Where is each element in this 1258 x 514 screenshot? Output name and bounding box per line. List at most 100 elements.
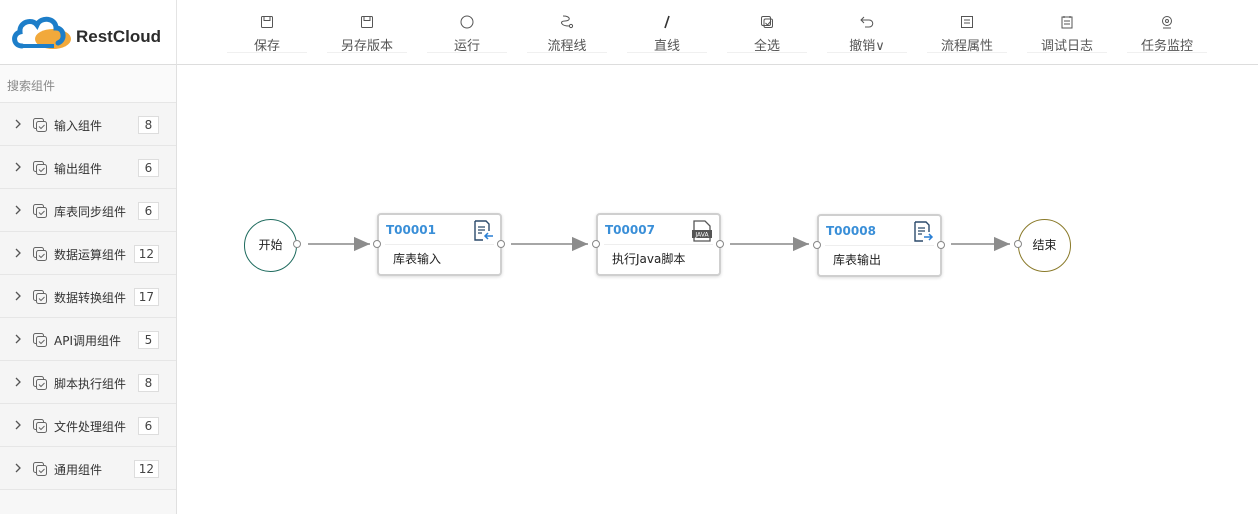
- chevron-right-icon: [15, 420, 21, 430]
- component-group-icon: [33, 333, 47, 347]
- toolbar-label: 运行: [453, 39, 480, 54]
- toolbar-label: 另存版本: [340, 39, 393, 54]
- task-node-t00007[interactable]: T00007 JAVA 执行Java脚本: [596, 213, 721, 276]
- task-t00001-output-port[interactable]: [497, 240, 505, 248]
- toolbar-save-version-button[interactable]: 另存版本: [327, 0, 407, 55]
- toolbar-label: 调试日志: [1040, 39, 1093, 54]
- chevron-right-icon: [15, 377, 21, 387]
- task-t00008-output-port[interactable]: [937, 241, 945, 249]
- task-name: 库表输入: [393, 252, 442, 266]
- chevron-right-icon: [15, 463, 21, 473]
- toolbar-label: 任务监控: [1140, 39, 1193, 54]
- component-group-icon: [33, 204, 47, 218]
- straight-line-icon: [664, 15, 670, 29]
- category-name: 数据转换组件: [54, 291, 127, 305]
- toolbar-debug-log-button[interactable]: 调试日志: [1027, 0, 1107, 55]
- sidebar-category-table-sync[interactable]: 库表同步组件 6: [0, 189, 176, 232]
- category-count-badge: 17: [133, 288, 159, 306]
- component-group-icon: [33, 247, 47, 261]
- toolbar-label: 保存: [253, 39, 280, 54]
- toolbar-save-button[interactable]: 保存: [227, 0, 307, 55]
- task-node-t00001[interactable]: T00001 库表输入: [377, 213, 502, 276]
- toolbar-undo-button[interactable]: 撤销∨: [827, 0, 907, 55]
- category-count-badge: 8: [138, 374, 159, 392]
- task-id: T00007: [605, 223, 655, 237]
- brand-name: RestCloud: [76, 27, 161, 46]
- category-count-badge: 6: [138, 159, 159, 177]
- component-group-icon: [33, 161, 47, 175]
- toolbar-label: 流程属性: [940, 39, 993, 54]
- sidebar-category-api-call[interactable]: API调用组件 5: [0, 318, 176, 361]
- chevron-right-icon: [15, 334, 21, 344]
- sidebar-category-input[interactable]: 输入组件 8: [0, 103, 176, 146]
- toolbar-run-button[interactable]: 运行: [427, 0, 507, 55]
- task-t00008-input-port[interactable]: [813, 241, 821, 249]
- start-node[interactable]: 开始: [244, 219, 297, 272]
- sidebar-category-data-transform[interactable]: 数据转换组件 17: [0, 275, 176, 318]
- brand-logo: RestCloud: [0, 0, 177, 65]
- component-group-icon: [33, 376, 47, 390]
- category-count-badge: 6: [138, 417, 159, 435]
- end-node[interactable]: 结束: [1018, 219, 1071, 272]
- category-name: 数据运算组件: [54, 248, 127, 262]
- toolbar-select-all-button[interactable]: 全选: [727, 0, 807, 55]
- toolbar-label: 撤销∨: [849, 39, 885, 54]
- component-group-icon: [33, 118, 47, 132]
- category-count-badge: 5: [138, 331, 159, 349]
- table-output-icon: [914, 221, 934, 242]
- flow-edges: [308, 236, 1010, 252]
- sidebar-category-script-exec[interactable]: 脚本执行组件 8: [0, 361, 176, 404]
- sidebar-category-general[interactable]: 通用组件 12: [0, 447, 176, 490]
- toolbar: 保存 另存版本 运行 流程线 直线 全选: [177, 0, 1258, 65]
- category-count-badge: 8: [138, 116, 159, 134]
- cloud-logo-icon: [12, 16, 71, 49]
- toolbar-flow-line-button[interactable]: 流程线: [527, 0, 607, 55]
- task-name: 执行Java脚本: [612, 252, 686, 266]
- category-name: 库表同步组件: [54, 205, 127, 219]
- sidebar-category-output[interactable]: 输出组件 6: [0, 146, 176, 189]
- debug-log-icon: [1061, 16, 1073, 29]
- sidebar-category-data-compute[interactable]: 数据运算组件 12: [0, 232, 176, 275]
- run-icon: [460, 15, 474, 29]
- start-output-port[interactable]: [293, 240, 301, 248]
- task-monitor-icon: [1162, 16, 1172, 29]
- toolbar-flow-properties-button[interactable]: 流程属性: [927, 0, 1007, 55]
- svg-text:JAVA: JAVA: [694, 232, 709, 239]
- search-components-input[interactable]: 搜索组件: [0, 65, 176, 103]
- component-group-icon: [33, 290, 47, 304]
- table-input-icon: [474, 220, 493, 241]
- category-name: 输出组件: [54, 162, 103, 176]
- task-t00007-input-port[interactable]: [592, 240, 600, 248]
- save-as-icon: [361, 16, 373, 28]
- flow-canvas[interactable]: 开始 T00001 库表输入 T00007 JAVA 执行Java脚本 T000…: [177, 65, 1258, 514]
- toolbar-label: 流程线: [547, 39, 587, 54]
- select-all-icon: [761, 16, 773, 28]
- sidebar-category-file-process[interactable]: 文件处理组件 6: [0, 404, 176, 447]
- chevron-right-icon: [15, 162, 21, 172]
- chevron-right-icon: [15, 119, 21, 129]
- toolbar-label: 全选: [753, 39, 780, 54]
- toolbar-label: 直线: [653, 39, 680, 54]
- save-icon: [261, 16, 273, 28]
- category-name: 脚本执行组件: [54, 377, 127, 391]
- chevron-right-icon: [15, 291, 21, 301]
- chevron-right-icon: [15, 248, 21, 258]
- toolbar-task-monitor-button[interactable]: 任务监控: [1127, 0, 1207, 55]
- category-count-badge: 12: [133, 460, 159, 478]
- undo-icon: [860, 16, 874, 28]
- category-name: 通用组件: [54, 463, 103, 477]
- toolbar-straight-line-button[interactable]: 直线: [627, 0, 707, 55]
- category-name: 输入组件: [54, 119, 103, 133]
- chevron-right-icon: [15, 205, 21, 215]
- task-t00001-input-port[interactable]: [373, 240, 381, 248]
- component-group-icon: [33, 419, 47, 433]
- category-count-badge: 12: [133, 245, 159, 263]
- category-name: 文件处理组件: [54, 420, 127, 434]
- end-input-port[interactable]: [1014, 240, 1022, 248]
- task-node-t00008[interactable]: T00008 库表输出: [817, 214, 942, 277]
- category-name: API调用组件: [54, 334, 121, 348]
- flow-properties-icon: [961, 16, 973, 28]
- component-sidebar: 搜索组件 输入组件 8 输出组件 6 库表同步组件 6 数据运算组件 12: [0, 65, 177, 514]
- task-t00007-output-port[interactable]: [716, 240, 724, 248]
